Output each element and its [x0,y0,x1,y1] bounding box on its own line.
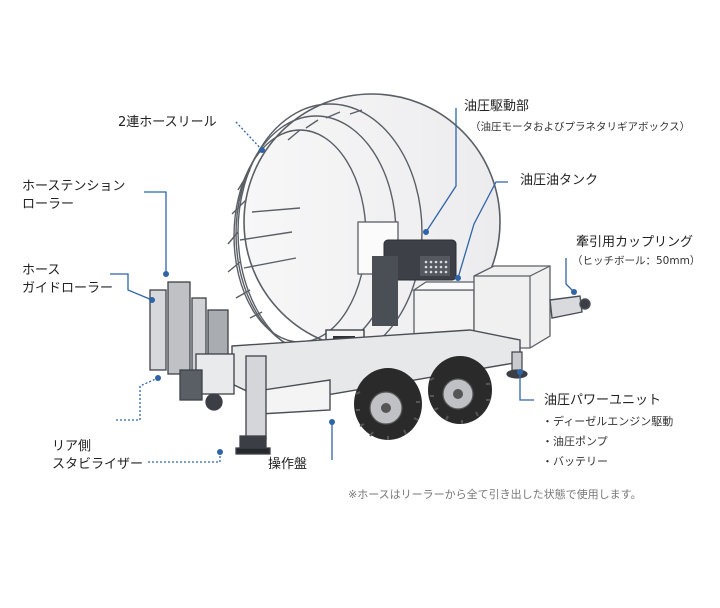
label-rear-stabilizer-line1: リア側 [52,439,92,454]
label-tension-roller-line2: ローラー [22,197,75,212]
roller-assembly [149,281,235,411]
label-guide-roller-line2: ガイドローラー [22,281,114,296]
label-power-unit: 油圧パワーユニット [544,393,662,408]
hydraulic-drive-unit [372,239,457,326]
tow-coupling [549,295,591,319]
tires [354,356,492,440]
rear-stabilizer [235,355,271,455]
label-control-panel: 操作盤 [268,457,308,472]
label-tension-roller-line1: ホーステンション [22,179,126,194]
label-hydraulic-drive-sub: （油圧モータおよびプラネタリギアボックス） [470,121,691,133]
label-power-unit-item-pump: ・油圧ポンプ [542,435,608,448]
label-coupling-sub: （ヒッチボール：50mm） [572,255,701,267]
label-rear-stabilizer-line2: スタビライザー [52,457,144,472]
front-stabilizer [506,351,528,379]
leader-dots [149,147,577,455]
leader-lines [110,108,575,463]
label-coupling: 牽引用カップリング [576,235,694,250]
label-twin-reel: 2連ホースリール [118,115,217,130]
usage-note: ※ホースはリーラーから全て引き出した状態で使用します。 [348,488,642,501]
label-hydraulic-drive: 油圧駆動部 [464,99,530,114]
label-power-unit-item-battery: ・バッテリー [542,455,608,468]
label-power-unit-item-engine: ・ディーゼルエンジン駆動 [542,415,674,428]
label-oil-tank: 油圧油タンク [520,173,599,188]
label-guide-roller-line1: ホース [22,263,61,278]
